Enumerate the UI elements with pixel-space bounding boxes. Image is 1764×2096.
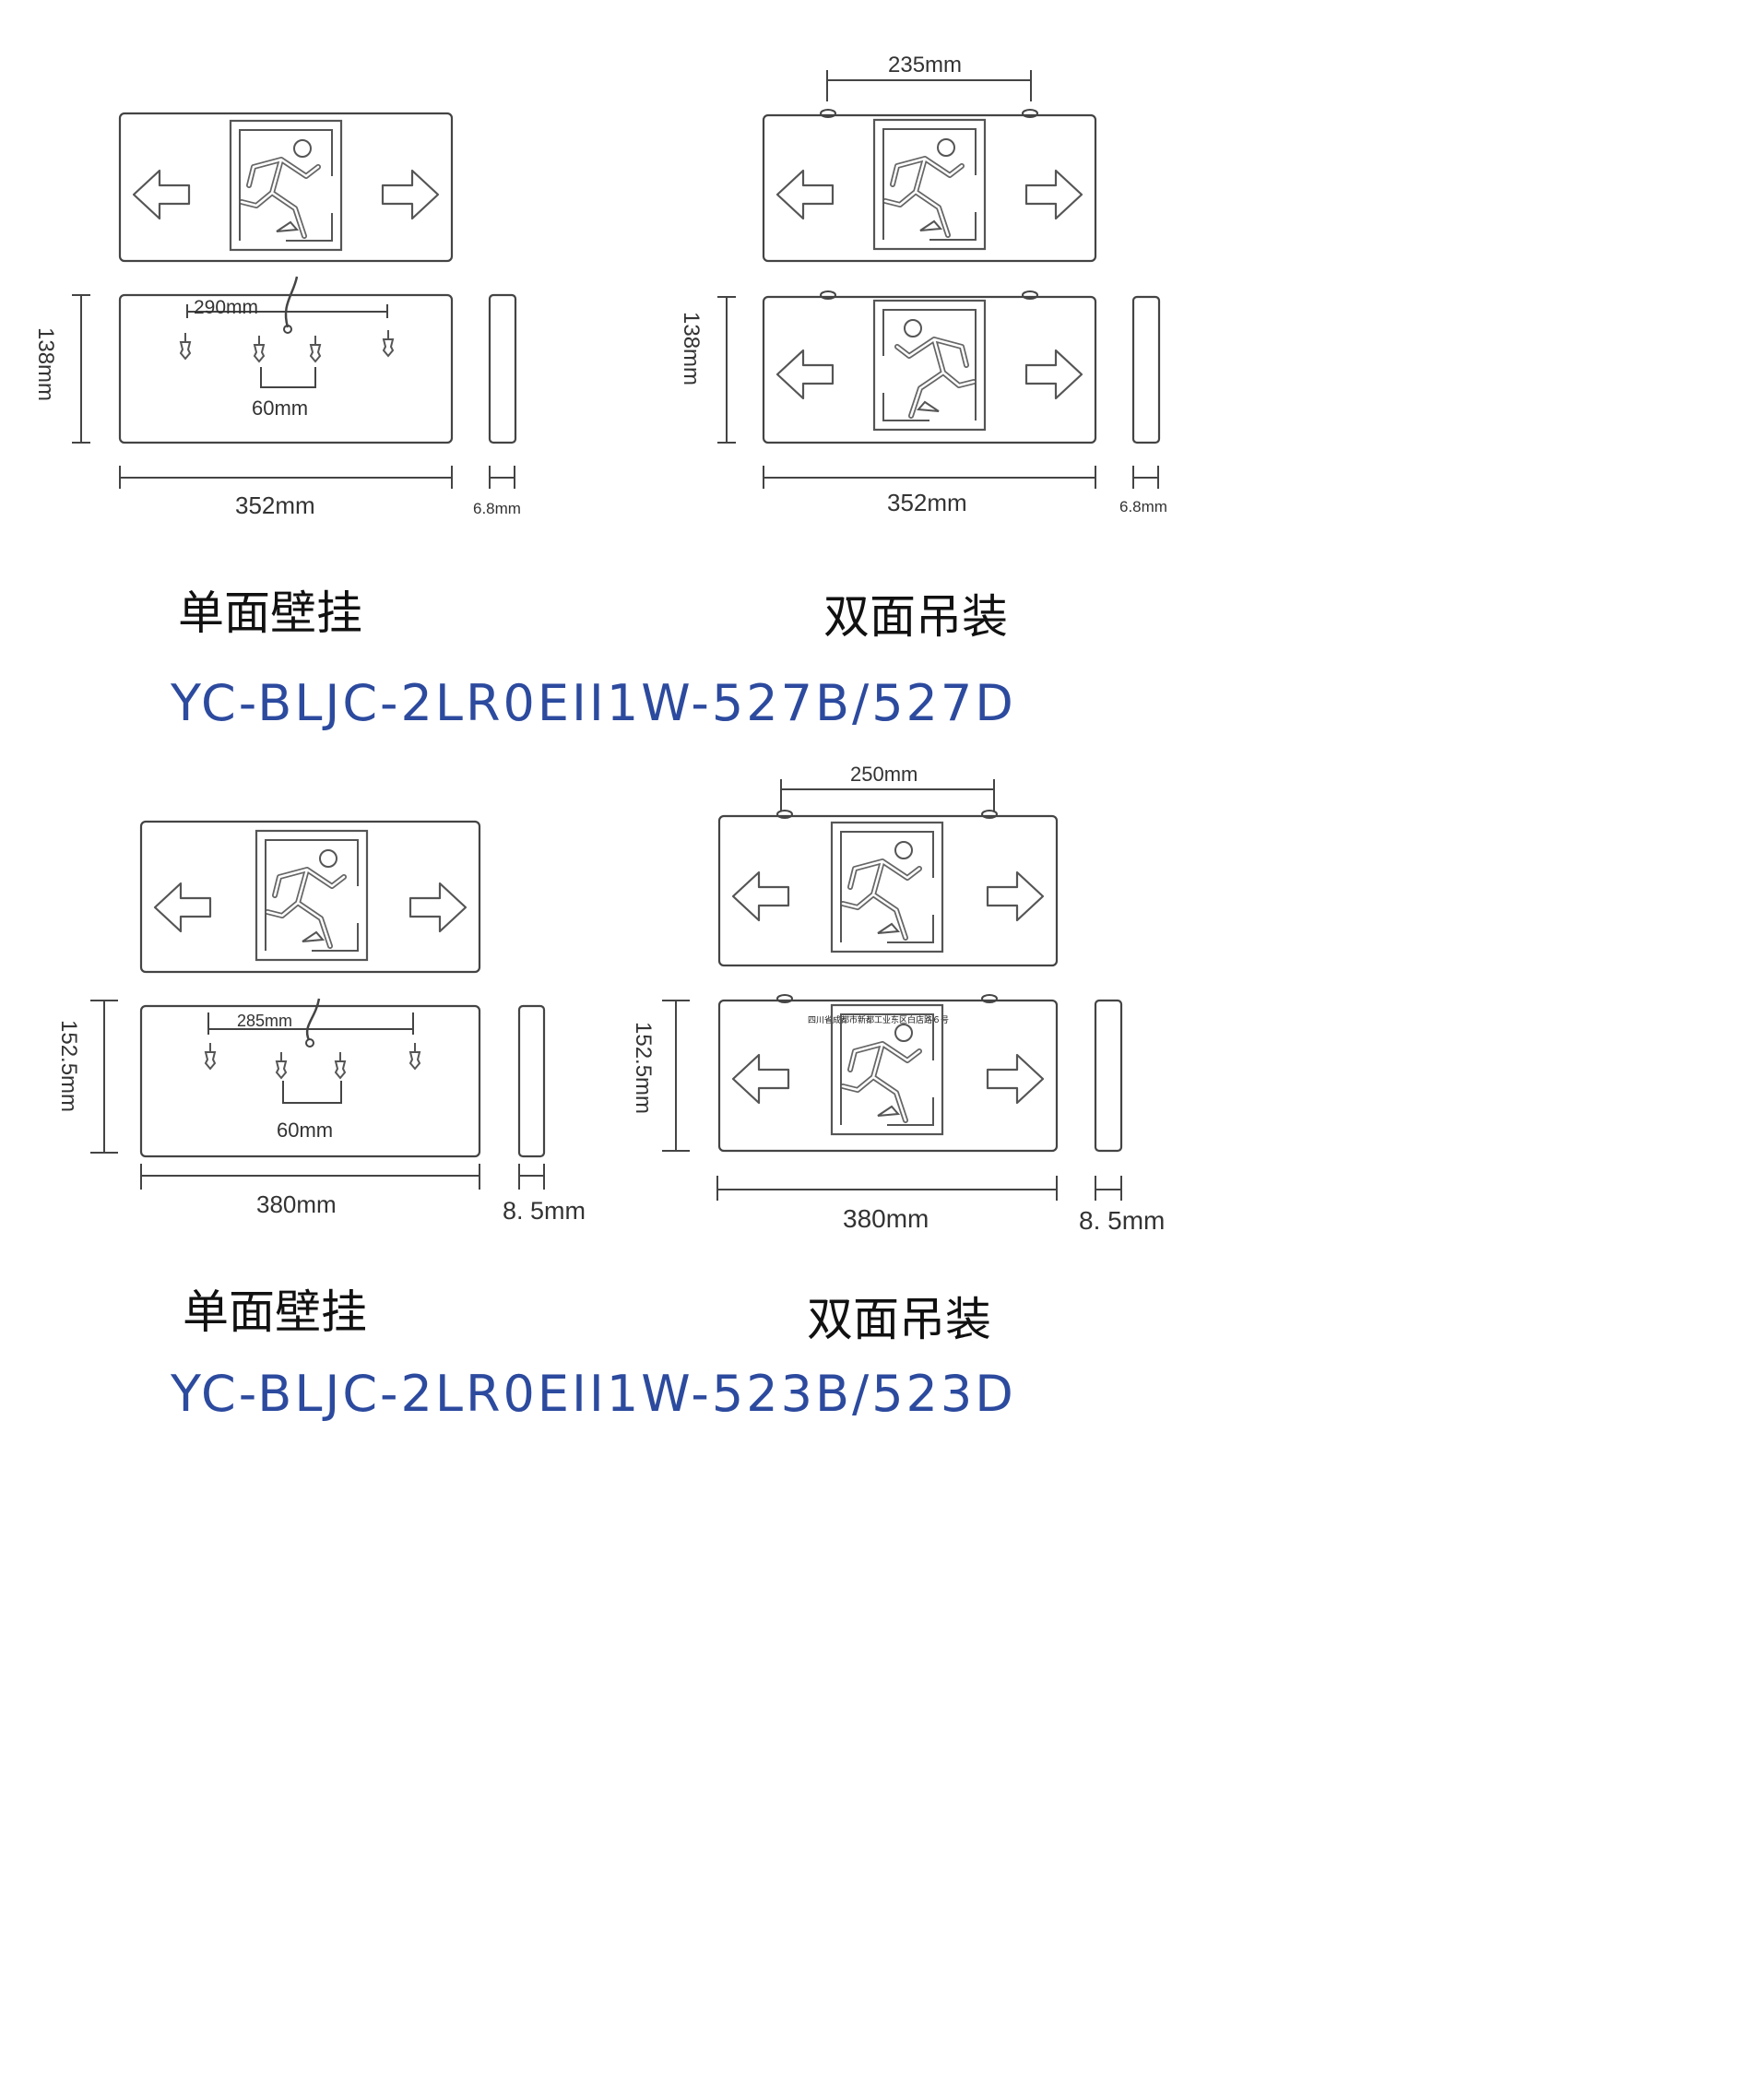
bottom-single-diagram: 285mm 60mm 152.5mm 380mm 8. 5mm <box>56 820 586 1225</box>
bottom-double-caption: 双面吊装 <box>807 1293 991 1346</box>
bottom-single-width: 380mm <box>256 1190 337 1218</box>
right-arrow-icon <box>986 1053 1045 1105</box>
bottom-single-height: 152.5mm <box>56 1020 81 1112</box>
top-single-width: 352mm <box>235 491 315 519</box>
bottom-single-back-panel <box>139 1004 481 1158</box>
bottom-single-caption: 单面壁挂 <box>183 1285 367 1339</box>
address-text: 四川省成都市新都工业东区白店路６号 <box>808 1014 949 1025</box>
right-arrow-icon <box>1024 349 1083 400</box>
top-double-back-panel <box>762 295 1097 444</box>
exit-running-man-icon <box>832 823 942 952</box>
mount-hook-icon <box>276 1051 287 1079</box>
top-single-mount-spacing: 290mm <box>194 297 258 318</box>
bottom-double-front-panel <box>717 814 1059 967</box>
top-double-height: 138mm <box>679 312 704 385</box>
top-double-side-view <box>1131 295 1161 444</box>
top-single-side-view <box>488 293 517 444</box>
bottom-double-hang-spacing: 250mm <box>850 763 918 786</box>
bottom-double-height: 152.5mm <box>631 1022 656 1114</box>
bottom-model-number: YC-BLJC-2LR0EII1W-523B/523D <box>170 1365 1016 1423</box>
exit-running-man-icon <box>874 120 985 249</box>
top-double-front-panel <box>762 113 1097 263</box>
bottom-single-depth: 8. 5mm <box>503 1197 586 1225</box>
top-double-hang-spacing: 235mm <box>888 53 962 77</box>
top-single-caption: 单面壁挂 <box>178 586 362 640</box>
exit-running-man-icon <box>256 831 367 960</box>
mount-hook-icon <box>254 335 265 362</box>
right-arrow-icon <box>381 169 440 220</box>
top-single-back-panel <box>118 293 454 444</box>
bottom-double-back-panel <box>717 999 1059 1153</box>
exit-running-man-icon <box>874 301 985 430</box>
top-single-front-panel <box>118 112 454 263</box>
left-arrow-icon <box>153 882 212 933</box>
bottom-double-depth: 8. 5mm <box>1079 1206 1165 1235</box>
bottom-single-hook-spacing: 60mm <box>277 1119 333 1142</box>
bottom-single-mount-spacing: 285mm <box>237 1012 292 1030</box>
mount-hook-icon <box>409 1042 420 1070</box>
mount-hook-icon <box>383 329 394 357</box>
top-model-number: YC-BLJC-2LR0EII1W-527B/527D <box>170 674 1016 732</box>
top-double-depth: 6.8mm <box>1119 498 1167 515</box>
top-single-height: 138mm <box>33 327 58 401</box>
left-arrow-icon <box>775 349 835 400</box>
top-single-depth: 6.8mm <box>473 500 521 517</box>
left-arrow-icon <box>731 870 790 922</box>
exit-running-man-icon <box>231 121 341 250</box>
top-double-diagram: 235mm 138mm 352mm 6.8mm <box>679 53 1167 516</box>
top-double-caption: 双面吊装 <box>823 590 1008 644</box>
mount-hook-icon <box>335 1051 346 1079</box>
bottom-double-width: 380mm <box>843 1204 929 1233</box>
left-arrow-icon <box>775 169 835 220</box>
right-arrow-icon <box>408 882 468 933</box>
mount-hook-icon <box>180 332 191 360</box>
mount-hook-icon <box>310 335 321 362</box>
top-single-diagram: 290mm 60mm 138mm 352mm 6.8mm <box>33 112 521 519</box>
top-double-width: 352mm <box>887 489 967 516</box>
bottom-double-diagram: 250mm 四川省成都市新都工业东区白店路６号 152.5mm 380mm 8.… <box>631 763 1165 1235</box>
bottom-single-front-panel <box>139 820 481 974</box>
top-single-hook-spacing: 60mm <box>252 397 308 420</box>
bottom-single-side-view <box>517 1004 546 1158</box>
left-arrow-icon <box>731 1053 790 1105</box>
left-arrow-icon <box>132 169 191 220</box>
dimension-drawing: 290mm 60mm 138mm 352mm 6.8mm 235mm 138mm… <box>33 53 1167 1423</box>
right-arrow-icon <box>986 870 1045 922</box>
right-arrow-icon <box>1024 169 1083 220</box>
mount-hook-icon <box>205 1042 216 1070</box>
bottom-double-side-view <box>1094 999 1123 1153</box>
